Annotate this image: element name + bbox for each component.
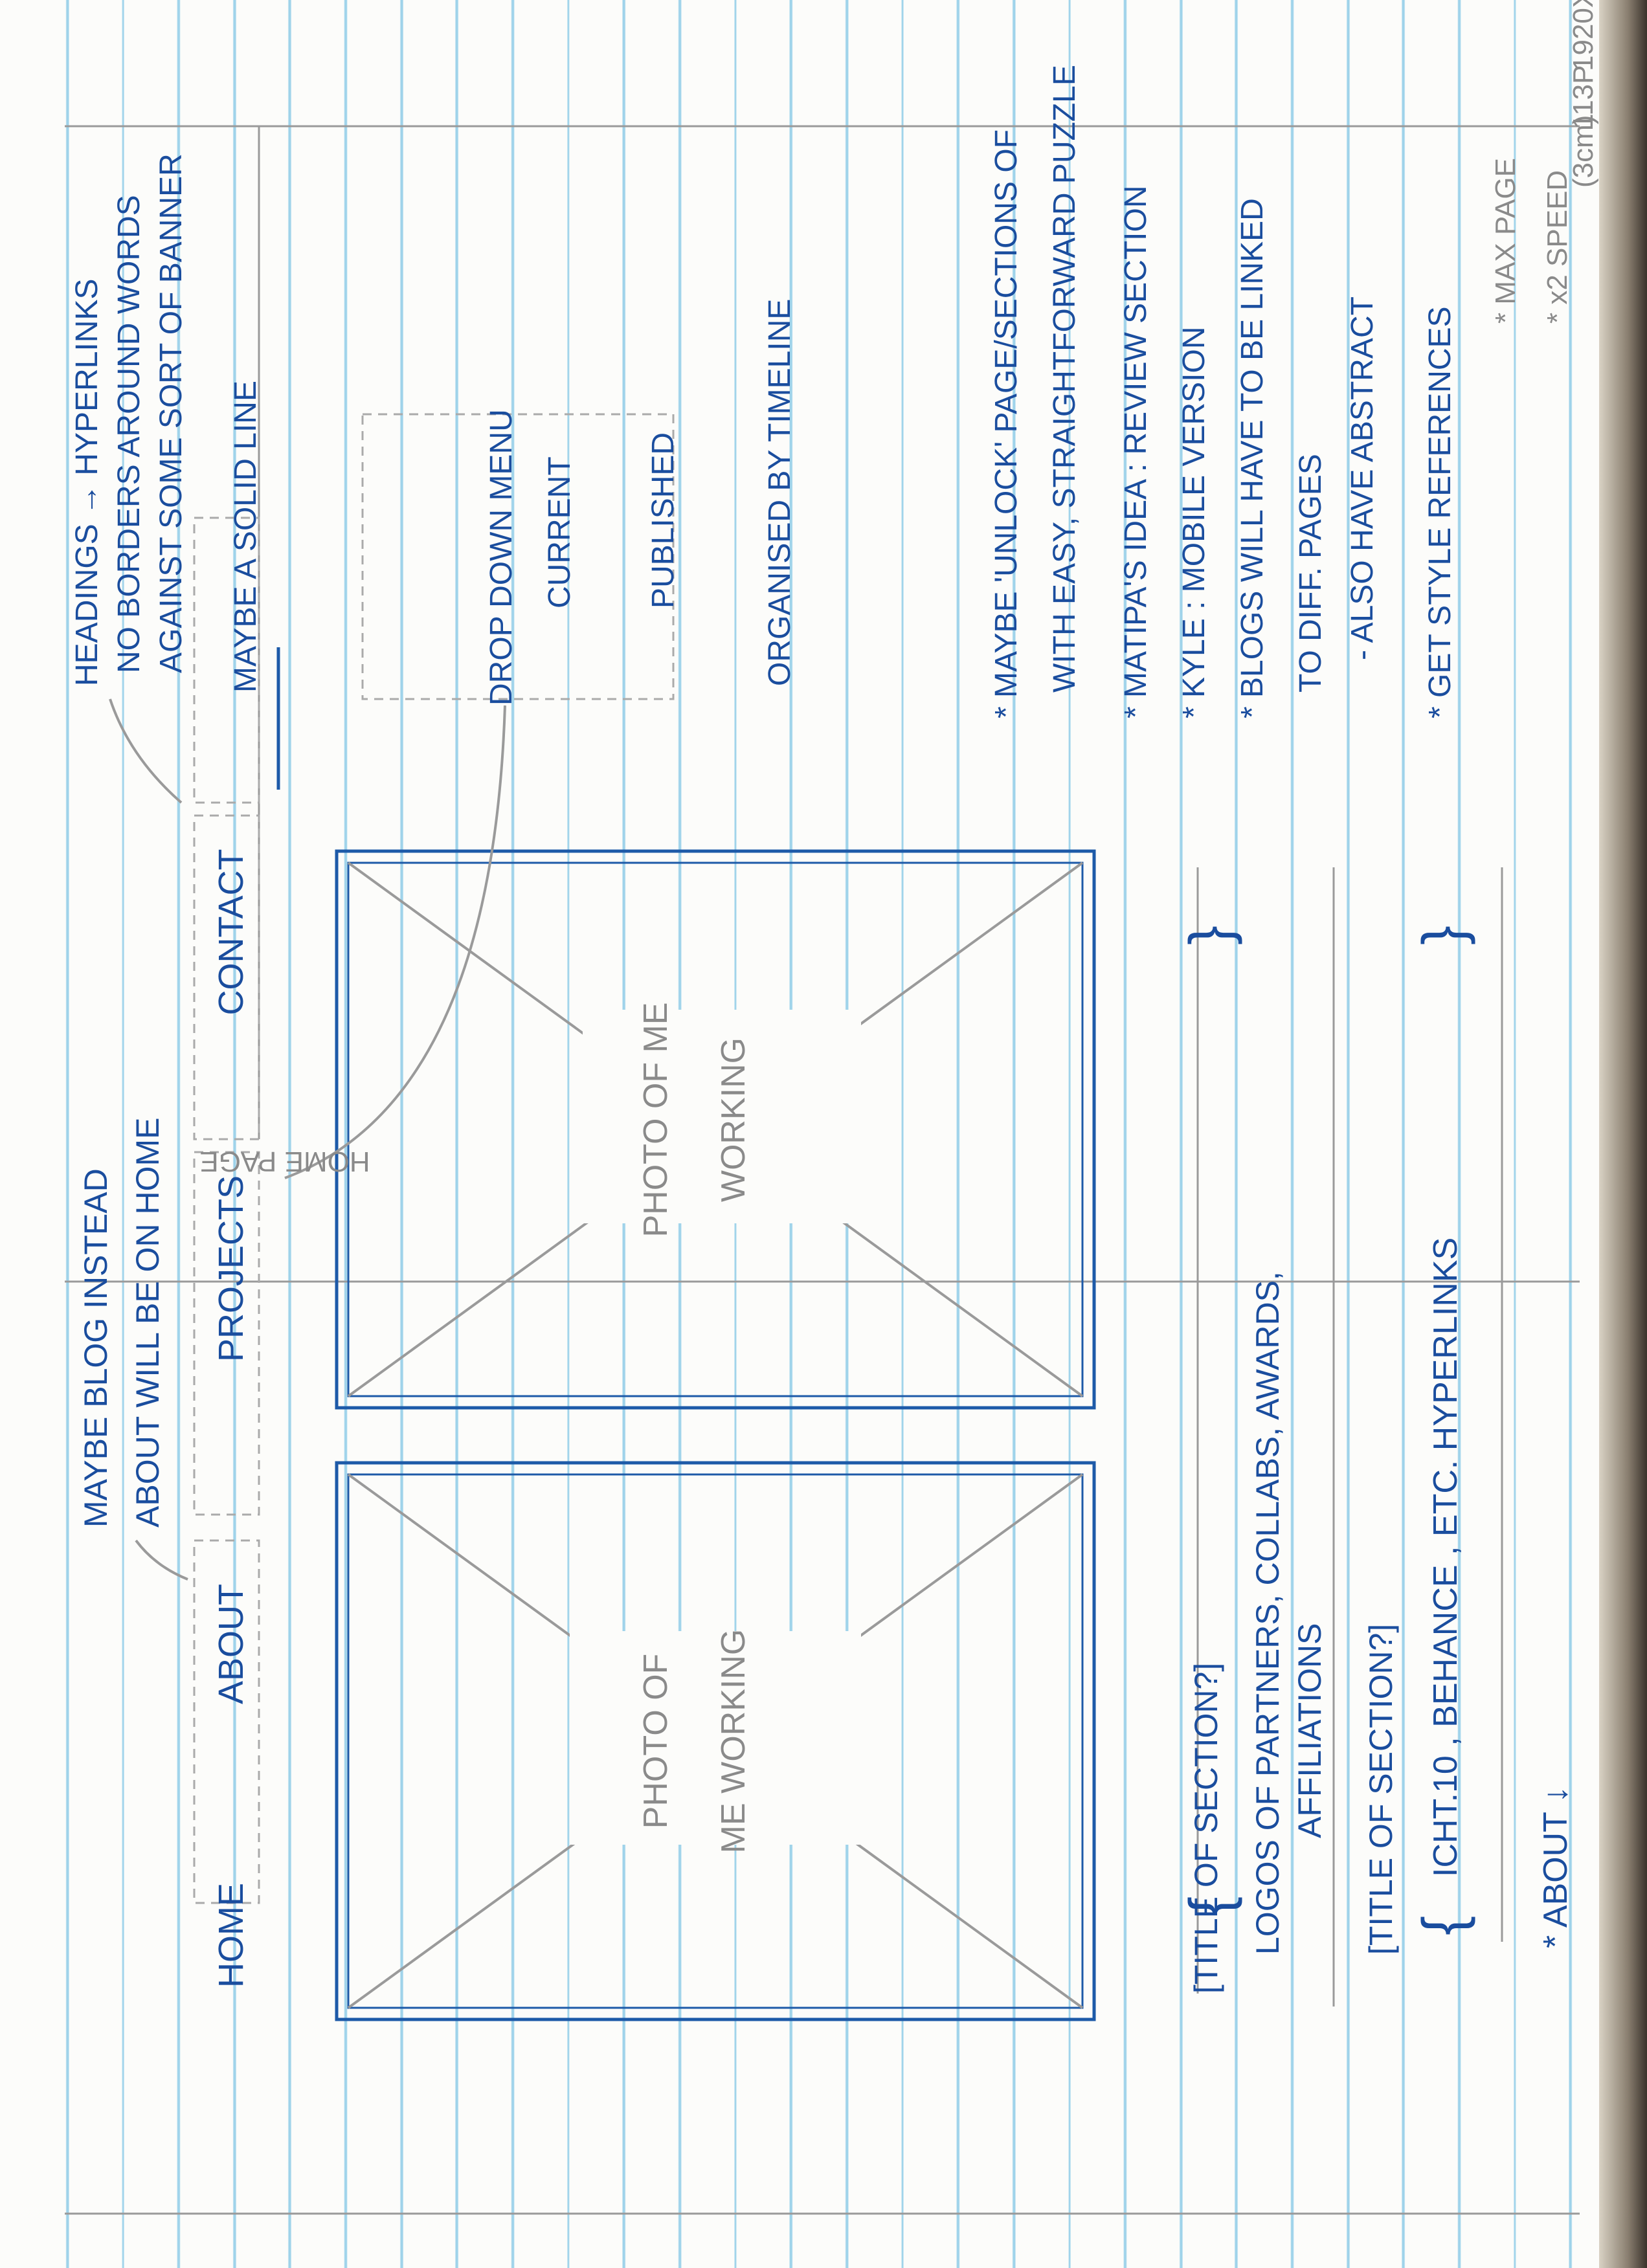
brace-icon: } — [1411, 926, 1476, 945]
arrow-icon — [109, 698, 183, 804]
pencil-note-2: * x2 SPEED — [1541, 170, 1573, 324]
bullet-1-cont: WITH EASY, STRAIGHTFORWARD PUZZLE — [1048, 65, 1082, 693]
brace-icon: { — [1178, 1896, 1243, 1916]
photo-2-label-line-1: PHOTO OF ME — [637, 1002, 675, 1237]
headings-note-line-1: HEADINGS → HYPERLINKS — [70, 279, 104, 686]
bullet-3: * KYLE : MOBILE VERSION — [1177, 326, 1211, 718]
dropdown-item-published: PUBLISHED — [646, 432, 680, 608]
bullet-1: * MAYBE 'UNLOCK' PAGE/SECTIONS OF — [989, 129, 1024, 718]
nav-home[interactable]: HOME — [212, 1883, 251, 1988]
photo-1-label-bg — [570, 1631, 861, 1845]
bullet-2: * MATIPA'S IDEA : REVIEW SECTION — [1119, 185, 1153, 718]
nav-projects[interactable]: PROJECTS — [212, 1175, 251, 1362]
dropdown-item-current: CURRENT — [543, 456, 577, 608]
about-marker: * ABOUT ↓ — [1537, 1786, 1574, 1948]
photo-2-label-line-2: WORKING — [715, 1038, 752, 1202]
arrow-icon — [135, 1539, 188, 1581]
pencil-note-1: * MAX PAGE — [1490, 158, 1521, 324]
photo-placeholder-2-outer — [335, 849, 1096, 1410]
dropdown-note: ORGANISED BY TIMELINE — [763, 299, 797, 686]
brace-icon: { — [1411, 1916, 1476, 1935]
section-1-content-line-2: AFFILIATIONS — [1292, 1623, 1328, 1838]
bullet-4-cont-1: TO DIFF. PAGES — [1294, 454, 1328, 693]
nav-box-about — [193, 1151, 260, 1516]
about-note-line-1: MAYBE BLOG INSTEAD — [78, 1168, 114, 1528]
brace-icon: } — [1178, 926, 1243, 945]
photo-placeholder-2-inner — [347, 862, 1084, 1397]
bullet-4: * BLOGS WILL HAVE TO BE LINKED — [1235, 198, 1270, 718]
nav-box-projects — [193, 814, 260, 1140]
about-note-line-2: ABOUT WILL BE ON HOME — [129, 1118, 166, 1528]
dimension-note-2: 113P — [1567, 65, 1599, 130]
photo-2-label-bg — [583, 1010, 861, 1223]
photo-1-label-line-1: PHOTO OF — [637, 1654, 675, 1829]
notebook-spine — [1599, 0, 1647, 2268]
photo-1-label-line-2: ME WORKING — [715, 1629, 752, 1854]
bullet-5: * GET STYLE REFERENCES — [1423, 306, 1457, 718]
arrow-icon — [284, 705, 506, 1179]
headings-note-line-3: AGAINST SOME SORT OF BANNER — [154, 153, 188, 673]
section-1-content-line-1: LOGOS OF PARTNERS, COLLABS, AWARDS, — [1249, 1271, 1286, 1955]
dropdown-title: DROP DOWN MENU — [484, 409, 519, 706]
nav-about[interactable]: ABOUT — [212, 1584, 251, 1704]
photo-placeholder-1-outer — [335, 1461, 1096, 2021]
nav-box-contact — [193, 517, 260, 804]
nav-contact[interactable]: CONTACT — [212, 849, 251, 1016]
section-2-title: [TITLE OF SECTION?] — [1363, 1624, 1399, 1955]
section-1-title: [TITLE OF SECTION?] — [1188, 1663, 1224, 1994]
dropdown-box — [361, 413, 675, 700]
nav-box-home — [193, 1539, 260, 1904]
headings-note-line-2: NO BORDERS AROUND WORDS — [112, 195, 146, 673]
dimension-note-1: 1920X — [1567, 0, 1599, 71]
bullet-4-cont-2: - ALSO HAVE ABSTRACT — [1345, 296, 1380, 660]
solid-line-note: MAYBE A SOLID LINE — [229, 381, 263, 693]
photo-placeholder-1-inner — [347, 1473, 1084, 2009]
dimension-note-3: (3cm) — [1567, 115, 1599, 188]
page-label: HOME PAGE — [199, 1146, 370, 1177]
section-2-content: ICHT.10 , BEHANCE , ETC. HYPERLINKS — [1427, 1238, 1464, 1877]
